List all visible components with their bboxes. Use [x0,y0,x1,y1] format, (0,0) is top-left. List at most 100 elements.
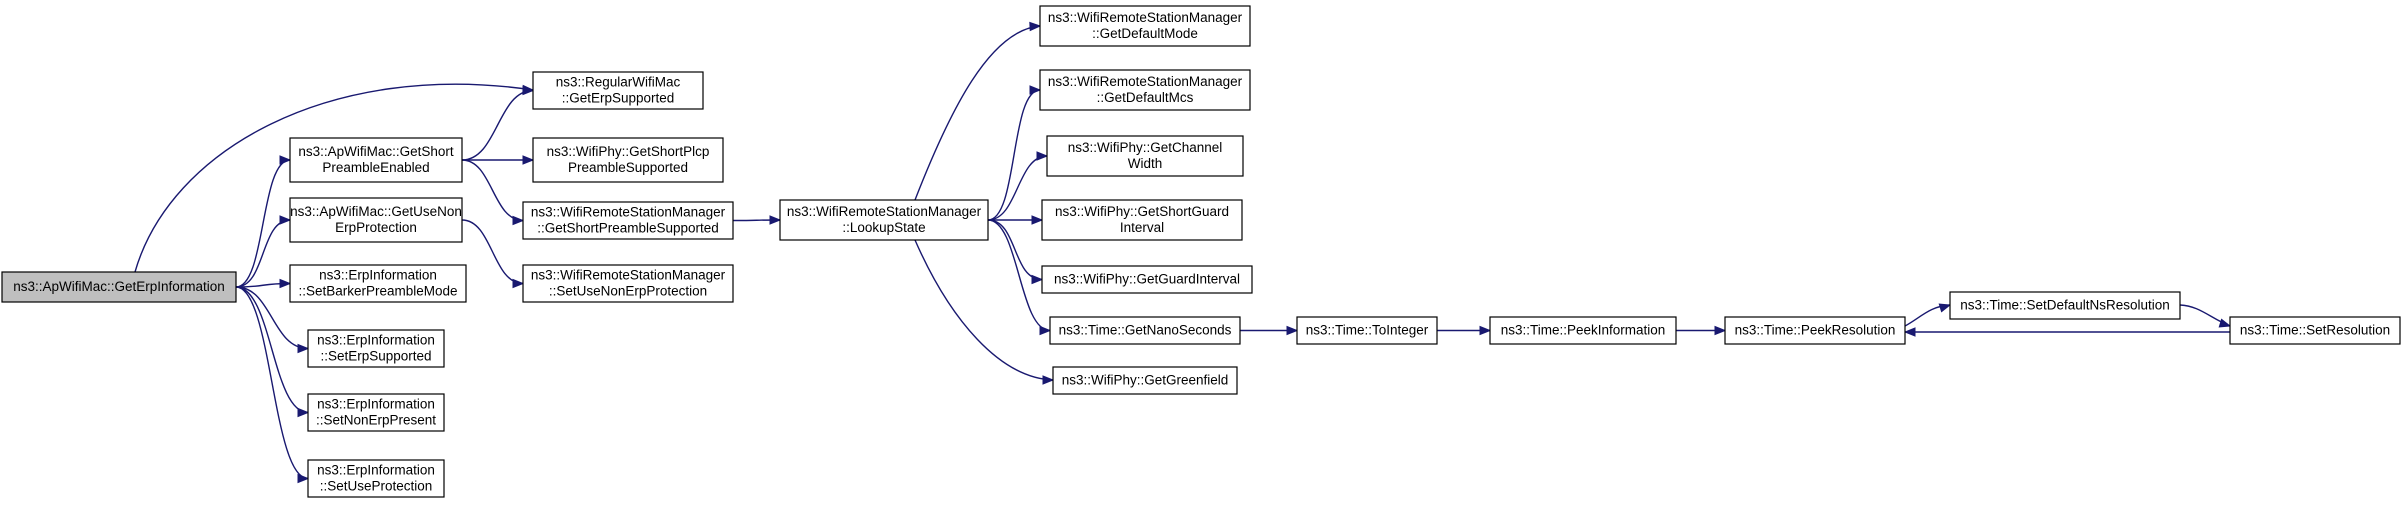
node-phyShortPlcp[interactable]: ns3::WifiPhy::GetShortPlcpPreambleSuppor… [532,137,724,183]
edge-apShort-to-phyShortPlcp [461,155,535,165]
edge-line [987,219,1051,332]
edge-line [235,219,291,288]
edge-line [987,155,1048,221]
node-box [532,137,724,183]
node-box [289,197,463,243]
node-box [779,199,989,241]
node-label: PreambleEnabled [322,160,429,175]
edge-line [235,286,309,350]
arrowhead [522,155,535,165]
node-label: ns3::Time::PeekInformation [1501,323,1666,338]
node-label: ns3::ErpInformation [319,268,437,283]
edge-line [134,83,534,273]
node-greenfield[interactable]: ns3::WifiPhy::GetGreenfield [1052,366,1238,395]
arrowhead [279,278,292,289]
node-box [1046,135,1244,177]
edge-root-to-erpUseProt [235,286,310,484]
edge-line [461,159,524,222]
node-label: ::SetUseNonErpProtection [549,284,707,299]
edge-lookup-to-defMode [914,21,1042,201]
node-label: ns3::WifiRemoteStationManager [531,268,726,283]
edge-peekRes-to-setDefNs [1904,303,1952,327]
edge-lookup-to-nanoSec [987,219,1052,336]
node-label: ns3::ApWifiMac::GetShort [298,144,454,159]
node-defMode[interactable]: ns3::WifiRemoteStationManager::GetDefaul… [1039,5,1251,47]
node-box [1039,69,1251,111]
arrowhead [1938,303,1952,313]
node-label: ::SetErpSupported [320,349,431,364]
edge-lookup-to-guardInt [987,219,1044,285]
node-erpNonPresent[interactable]: ns3::ErpInformation::SetNonErpPresent [307,393,445,432]
edge-peekInfo-to-peekRes [1676,325,1727,336]
node-setRes[interactable]: ns3::Time::SetResolution [2229,316,2401,345]
edge-line [914,239,1054,381]
node-label: ns3::Time::SetResolution [2240,323,2390,338]
node-box [1,271,237,303]
arrowhead [1036,151,1049,161]
node-label: ns3::Time::GetNanoSeconds [1059,323,1232,338]
node-box [522,264,734,303]
node-label: ns3::WifiRemoteStationManager [787,204,982,219]
node-label: ns3::WifiPhy::GetShortPlcp [547,144,710,159]
edge-line [235,286,309,480]
node-label: ns3::WifiPhy::GetShortGuard [1055,204,1229,219]
node-label: ns3::Time::SetDefaultNsResolution [1960,298,2170,313]
node-setDefNs[interactable]: ns3::Time::SetDefaultNsResolution [1949,291,2181,320]
node-regMac[interactable]: ns3::RegularWifiMac::GetErpSupported [532,71,704,110]
node-defMcs[interactable]: ns3::WifiRemoteStationManager::GetDefaul… [1039,69,1251,111]
edge-line [461,219,524,285]
node-guardInt[interactable]: ns3::WifiPhy::GetGuardInterval [1041,265,1253,294]
node-erpSupported[interactable]: ns3::ErpInformation::SetErpSupported [307,329,445,368]
node-peekRes[interactable]: ns3::Time::PeekResolution [1724,316,1906,345]
node-peekInfo[interactable]: ns3::Time::PeekInformation [1489,316,1677,345]
node-label: ns3::WifiPhy::GetGuardInterval [1054,272,1240,287]
node-erpBarker[interactable]: ns3::ErpInformation::SetBarkerPreambleMo… [289,264,467,303]
arrowhead [1029,21,1042,32]
node-box [1296,316,1438,345]
node-nanoSec[interactable]: ns3::Time::GetNanoSeconds [1049,316,1241,345]
node-lookup[interactable]: ns3::WifiRemoteStationManager::LookupSta… [779,199,989,241]
node-label: ns3::WifiRemoteStationManager [531,205,726,220]
node-label: ::SetNonErpPresent [316,413,436,428]
node-rsmSetUseNon[interactable]: ns3::WifiRemoteStationManager::SetUseNon… [522,264,734,303]
arrowhead [1031,215,1044,225]
node-box [1724,316,1906,345]
node-box [1041,265,1253,294]
edge-root-to-erpNonPresent [235,286,310,418]
edge-root-to-apUseNon [235,215,292,288]
node-rsmShortPre[interactable]: ns3::WifiRemoteStationManager::GetShortP… [522,201,734,240]
node-box [1949,291,2181,320]
node-box [1049,316,1241,345]
edge-rsmShortPre-to-lookup [732,215,782,225]
arrowhead [522,85,535,96]
node-erpUseProt[interactable]: ns3::ErpInformation::SetUseProtection [307,459,445,498]
arrowhead [297,407,310,418]
node-label: ::GetDefaultMode [1092,26,1198,41]
edge-line [461,89,534,161]
edge-root-to-apShort [235,155,292,288]
node-label: ::SetUseProtection [320,479,433,494]
arrowhead [2218,318,2232,328]
edge-line [987,89,1041,221]
node-label: ns3::ErpInformation [317,397,435,412]
arrowhead [279,215,292,225]
edge-setDefNs-to-setRes [2179,304,2232,328]
node-label: ns3::WifiPhy::GetGreenfield [1062,373,1229,388]
edge-lookup-to-shortGuard [988,215,1044,225]
arrowhead [1042,375,1055,385]
node-root[interactable]: ns3::ApWifiMac::GetErpInformation [1,271,237,303]
node-label: ::GetShortPreambleSupported [537,221,719,236]
node-toInteger[interactable]: ns3::Time::ToInteger [1296,316,1438,345]
node-label: ns3::ErpInformation [317,463,435,478]
node-label: ns3::WifiRemoteStationManager [1048,74,1243,89]
edge-nanoSec-to-toInteger [1240,325,1299,336]
node-box [1489,316,1677,345]
arrowhead [297,473,310,484]
call-edges [134,21,2232,484]
node-label: Interval [1120,220,1164,235]
